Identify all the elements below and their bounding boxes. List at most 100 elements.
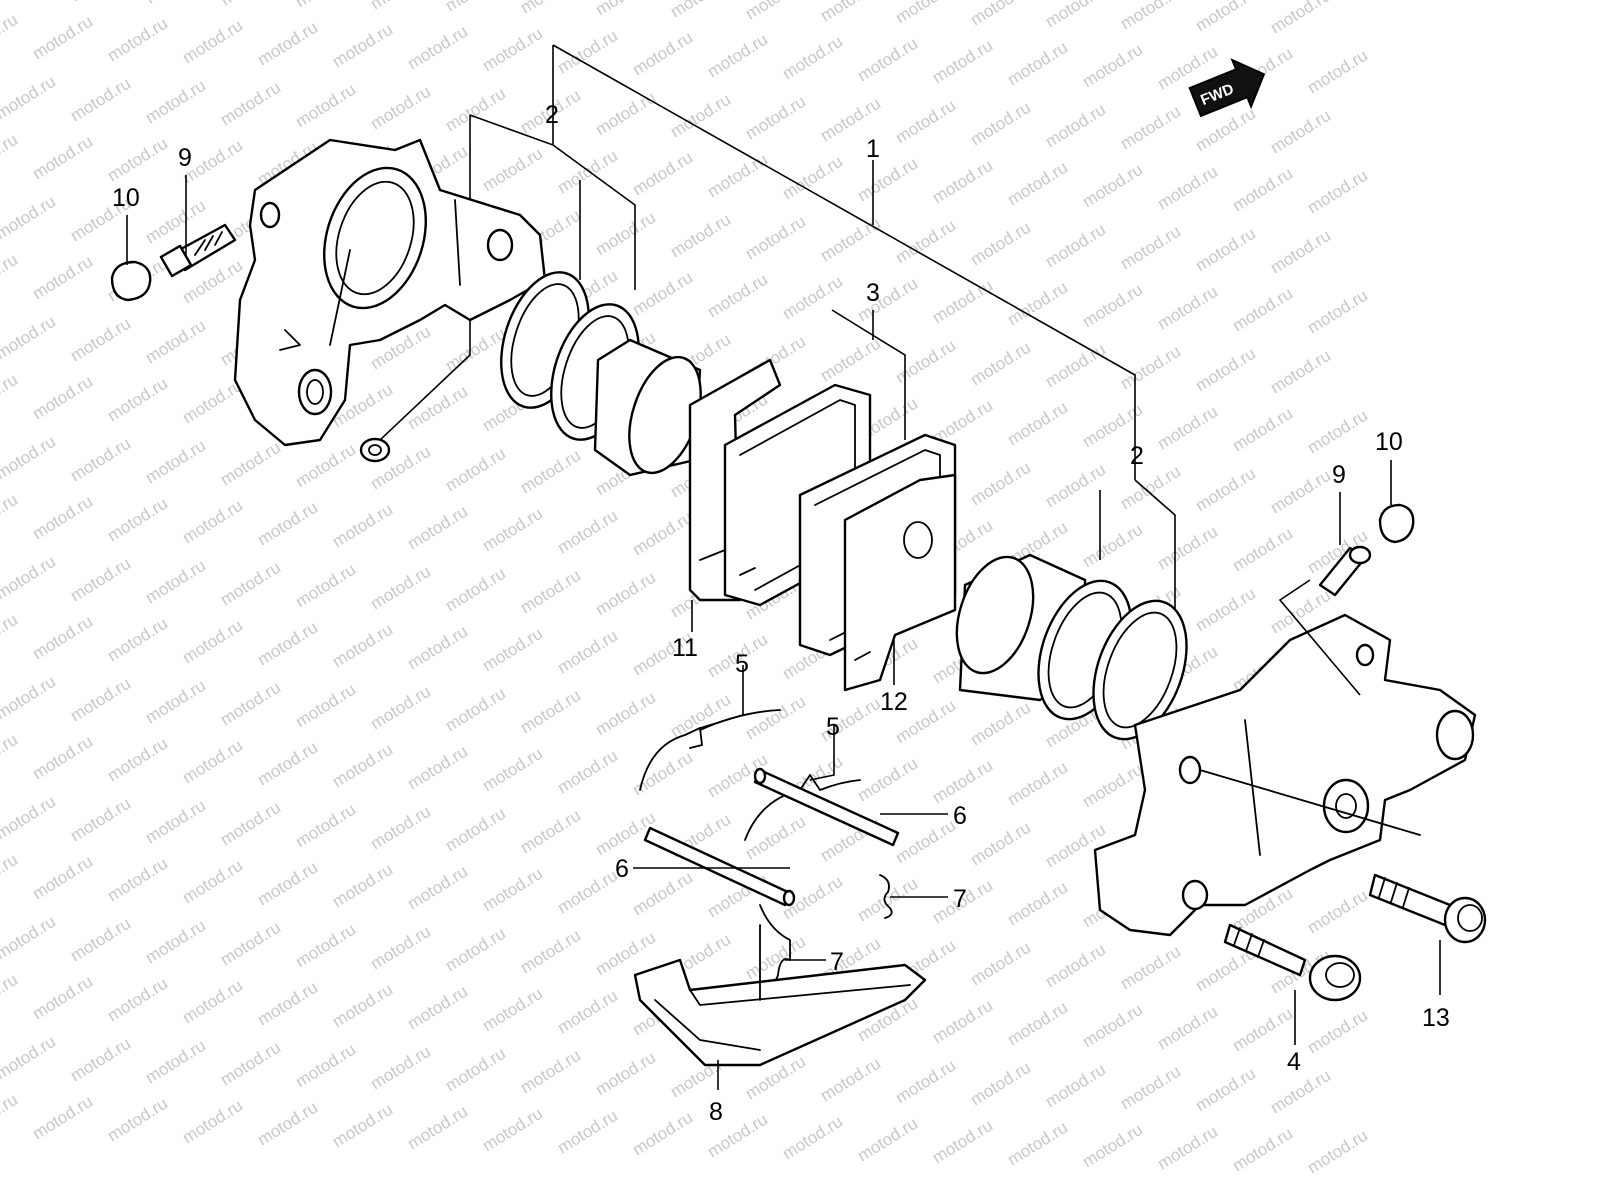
watermark-text: motod.ru (742, 812, 809, 864)
watermark-text: motod.ru (254, 978, 321, 1030)
watermark-text: motod.ru (217, 678, 284, 730)
watermark-text: motod.ru (854, 34, 921, 86)
watermark-text: motod.ru (1267, 346, 1334, 398)
callout-9-left: 9 (178, 144, 192, 172)
watermark-text: motod.ru (1229, 524, 1296, 576)
watermark-text: motod.ru (1192, 224, 1259, 276)
watermark-text: motod.ru (67, 914, 134, 966)
watermark-text: motod.ru (1079, 280, 1146, 332)
watermark-text: motod.ru (329, 500, 396, 552)
watermark-text: motod.ru (479, 624, 546, 676)
watermark-text: motod.ru (554, 1106, 621, 1158)
watermark-text: motod.ru (742, 932, 809, 984)
watermark-text: motod.ru (1117, 942, 1184, 994)
callout-7-right: 7 (953, 885, 967, 913)
watermark-text: motod.ru (929, 156, 996, 208)
watermark-text: motod.ru (479, 24, 546, 76)
watermark-text: motod.ru (29, 132, 96, 184)
watermark-text: motod.ru (742, 0, 809, 23)
watermark-text: motod.ru (1267, 466, 1334, 518)
watermark-text: motod.ru (0, 10, 21, 62)
watermark-text: motod.ru (1192, 0, 1259, 35)
watermark-text: motod.ru (817, 1054, 884, 1106)
watermark-text: motod.ru (554, 746, 621, 798)
watermark-text: motod.ru (29, 252, 96, 304)
callout-6-left: 6 (615, 855, 629, 883)
watermark-text: motod.ru (1117, 462, 1184, 514)
watermark-text: motod.ru (329, 620, 396, 672)
watermark-text: motod.ru (967, 818, 1034, 870)
watermark-text: motod.ru (0, 432, 59, 484)
callout-12: 12 (880, 688, 908, 716)
watermark-text: motod.ru (629, 148, 696, 200)
watermark-text: motod.ru (854, 274, 921, 326)
watermark-text: motod.ru (179, 616, 246, 668)
pad-pin-lower (643, 826, 796, 907)
watermark-text: motod.ru (292, 560, 359, 612)
shim-plate-right (843, 473, 957, 692)
watermark-text: motod.ru (967, 938, 1034, 990)
watermark-text: motod.ru (479, 984, 546, 1036)
watermark-text: motod.ru (142, 436, 209, 488)
callout-5-upper: 5 (735, 650, 749, 678)
watermark-text: motod.ru (1229, 1124, 1296, 1176)
watermark-text: motod.ru (367, 922, 434, 974)
watermark-text: motod.ru (0, 970, 21, 1022)
watermark-text: motod.ru (1042, 940, 1109, 992)
watermark-text: motod.ru (217, 78, 284, 130)
watermark-text: motod.ru (442, 564, 509, 616)
watermark-text: motod.ru (142, 676, 209, 728)
watermark-text: motod.ru (479, 144, 546, 196)
watermark-text: motod.ru (892, 0, 959, 27)
watermark-text: motod.ru (404, 622, 471, 674)
watermark-text: motod.ru (404, 1102, 471, 1154)
watermark-text: motod.ru (179, 1096, 246, 1148)
watermark-text: motod.ru (0, 1032, 59, 1084)
watermark-text: motod.ru (29, 732, 96, 784)
watermark-text: motod.ru (404, 742, 471, 794)
watermark-text: motod.ru (442, 924, 509, 976)
watermark-text: motod.ru (517, 806, 584, 858)
watermark-text: motod.ru (1304, 166, 1371, 218)
fwd-arrow-icon: FWD (1188, 58, 1266, 118)
watermark-text: motod.ru (1004, 158, 1071, 210)
watermark-text: motod.ru (967, 0, 1034, 29)
watermark-text: motod.ru (292, 920, 359, 972)
right-caliper-body (1093, 613, 1477, 937)
watermark-text: motod.ru (442, 444, 509, 496)
watermark-text: motod.ru (442, 324, 509, 376)
watermark-text: motod.ru (1117, 102, 1184, 154)
watermark-text: motod.ru (104, 974, 171, 1026)
watermark-text: motod.ru (0, 672, 59, 724)
watermark-text: motod.ru (592, 568, 659, 620)
pad-spring-plate (633, 924, 927, 1067)
callout-10-right: 10 (1375, 428, 1403, 456)
left-caliper-washer (359, 437, 391, 463)
watermark-text: motod.ru (1079, 40, 1146, 92)
watermark-text: motod.ru (142, 76, 209, 128)
callout-11: 11 (672, 634, 698, 662)
watermark-text: motod.ru (854, 154, 921, 206)
watermark-text: motod.ru (929, 276, 996, 328)
watermark-text: motod.ru (442, 684, 509, 736)
watermark-text: motod.ru (967, 458, 1034, 510)
watermark-text: motod.ru (404, 502, 471, 554)
watermark-text: motod.ru (892, 336, 959, 388)
watermark-text: motod.ru (629, 268, 696, 320)
watermark-text: motod.ru (1004, 278, 1071, 330)
callout-4: 4 (1287, 1048, 1301, 1076)
watermark-text: motod.ru (29, 852, 96, 904)
watermark-text: motod.ru (1304, 286, 1371, 338)
watermark-text: motod.ru (1267, 226, 1334, 278)
left-bleeder-cap (110, 260, 152, 302)
watermark-text: motod.ru (254, 738, 321, 790)
watermark-text: motod.ru (1079, 1120, 1146, 1172)
watermark-text: motod.ru (254, 18, 321, 70)
watermark-text: motod.ru (1154, 1002, 1221, 1054)
watermark-text: motod.ru (1042, 1060, 1109, 1112)
watermark-text: motod.ru (29, 1092, 96, 1144)
watermark-text: motod.ru (254, 1098, 321, 1150)
watermark-text: motod.ru (0, 250, 21, 302)
watermark-text: motod.ru (1229, 164, 1296, 216)
watermark-text: motod.ru (29, 372, 96, 424)
